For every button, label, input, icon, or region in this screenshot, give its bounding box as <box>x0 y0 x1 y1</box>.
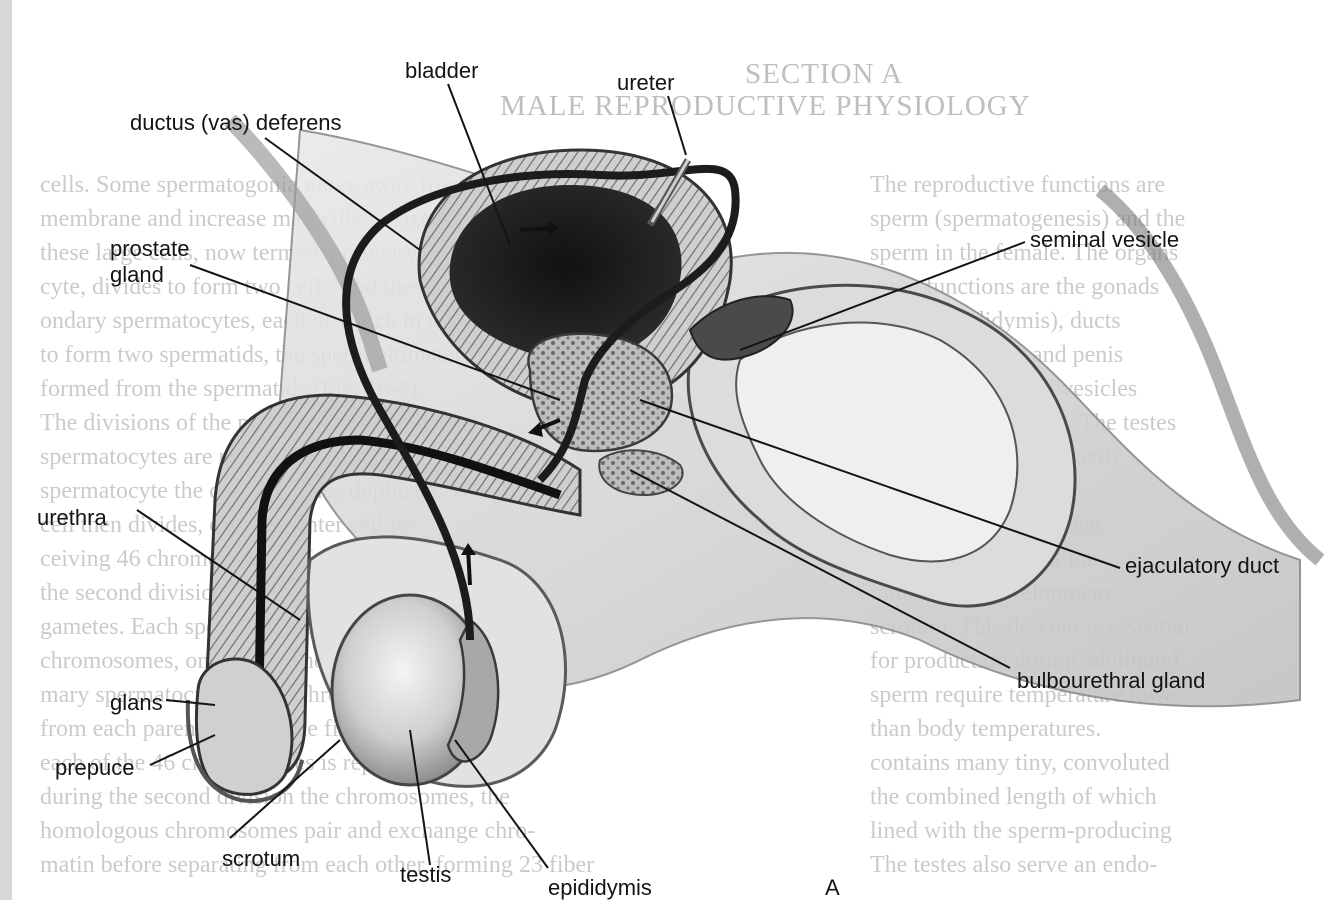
label-urethra: urethra <box>37 505 107 531</box>
label-testis: testis <box>400 862 451 888</box>
label-glans: glans <box>110 690 163 716</box>
label-ejaculatory-duct: ejaculatory duct <box>1125 553 1279 579</box>
label-scrotum: scrotum <box>222 846 300 872</box>
label-seminal-vesicle: seminal vesicle <box>1030 227 1179 253</box>
figure-letter: A <box>825 875 840 901</box>
label-prostate-line1: prostate <box>110 236 190 262</box>
label-ductus-deferens: ductus (vas) deferens <box>130 110 342 136</box>
scan-edge <box>0 0 12 900</box>
label-ureter: ureter <box>617 70 674 96</box>
label-epididymis: epididymis <box>548 875 652 901</box>
label-bulbourethral-gland: bulbourethral gland <box>1017 668 1205 694</box>
label-bladder: bladder <box>405 58 478 84</box>
label-prepuce: prepuce <box>55 755 135 781</box>
label-prostate-line2: gland <box>110 262 164 288</box>
